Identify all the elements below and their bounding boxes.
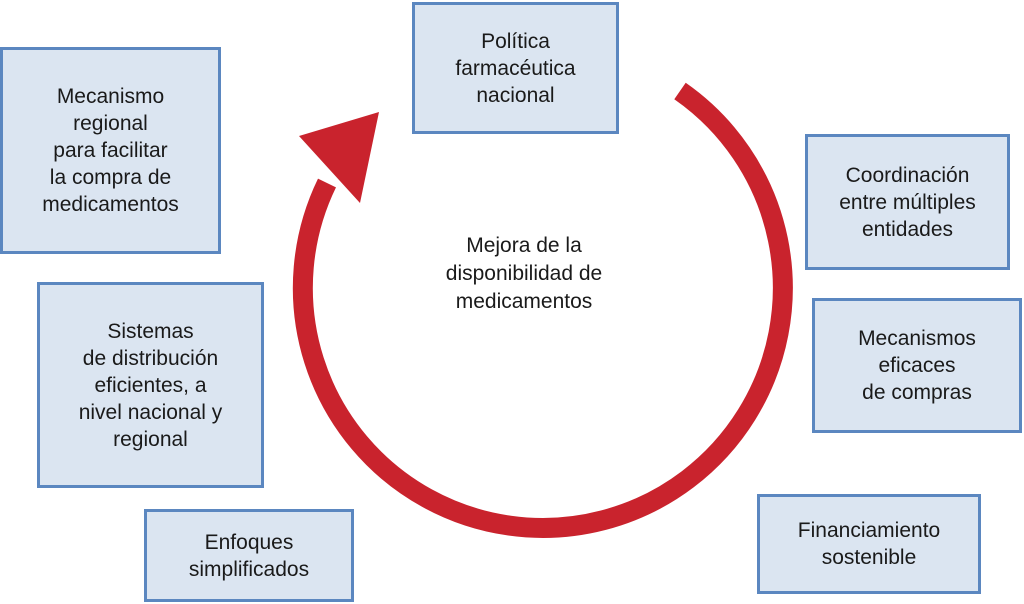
node-enfoques-simplificados: Enfoques simplificados	[144, 509, 354, 602]
cycle-arrow-arc	[292, 82, 793, 538]
central-goal-label: Mejora de la disponibilidad de medicamen…	[445, 234, 603, 313]
node-politica-farmaceutica: Política farmacéutica nacional	[412, 2, 619, 134]
node-mecanismo-regional: Mecanismo regional para facilitar la com…	[0, 47, 221, 254]
node-coordinacion-entidades: Coordinación entre múltiples entidades	[805, 134, 1010, 270]
node-financiamiento-sostenible: Financiamiento sostenible	[757, 494, 981, 594]
node-mecanismos-compras: Mecanismos eficaces de compras	[812, 298, 1022, 433]
node-sistemas-distribucion: Sistemas de distribución eficientes, a n…	[37, 282, 264, 488]
cycle-arrow-head	[299, 112, 379, 203]
